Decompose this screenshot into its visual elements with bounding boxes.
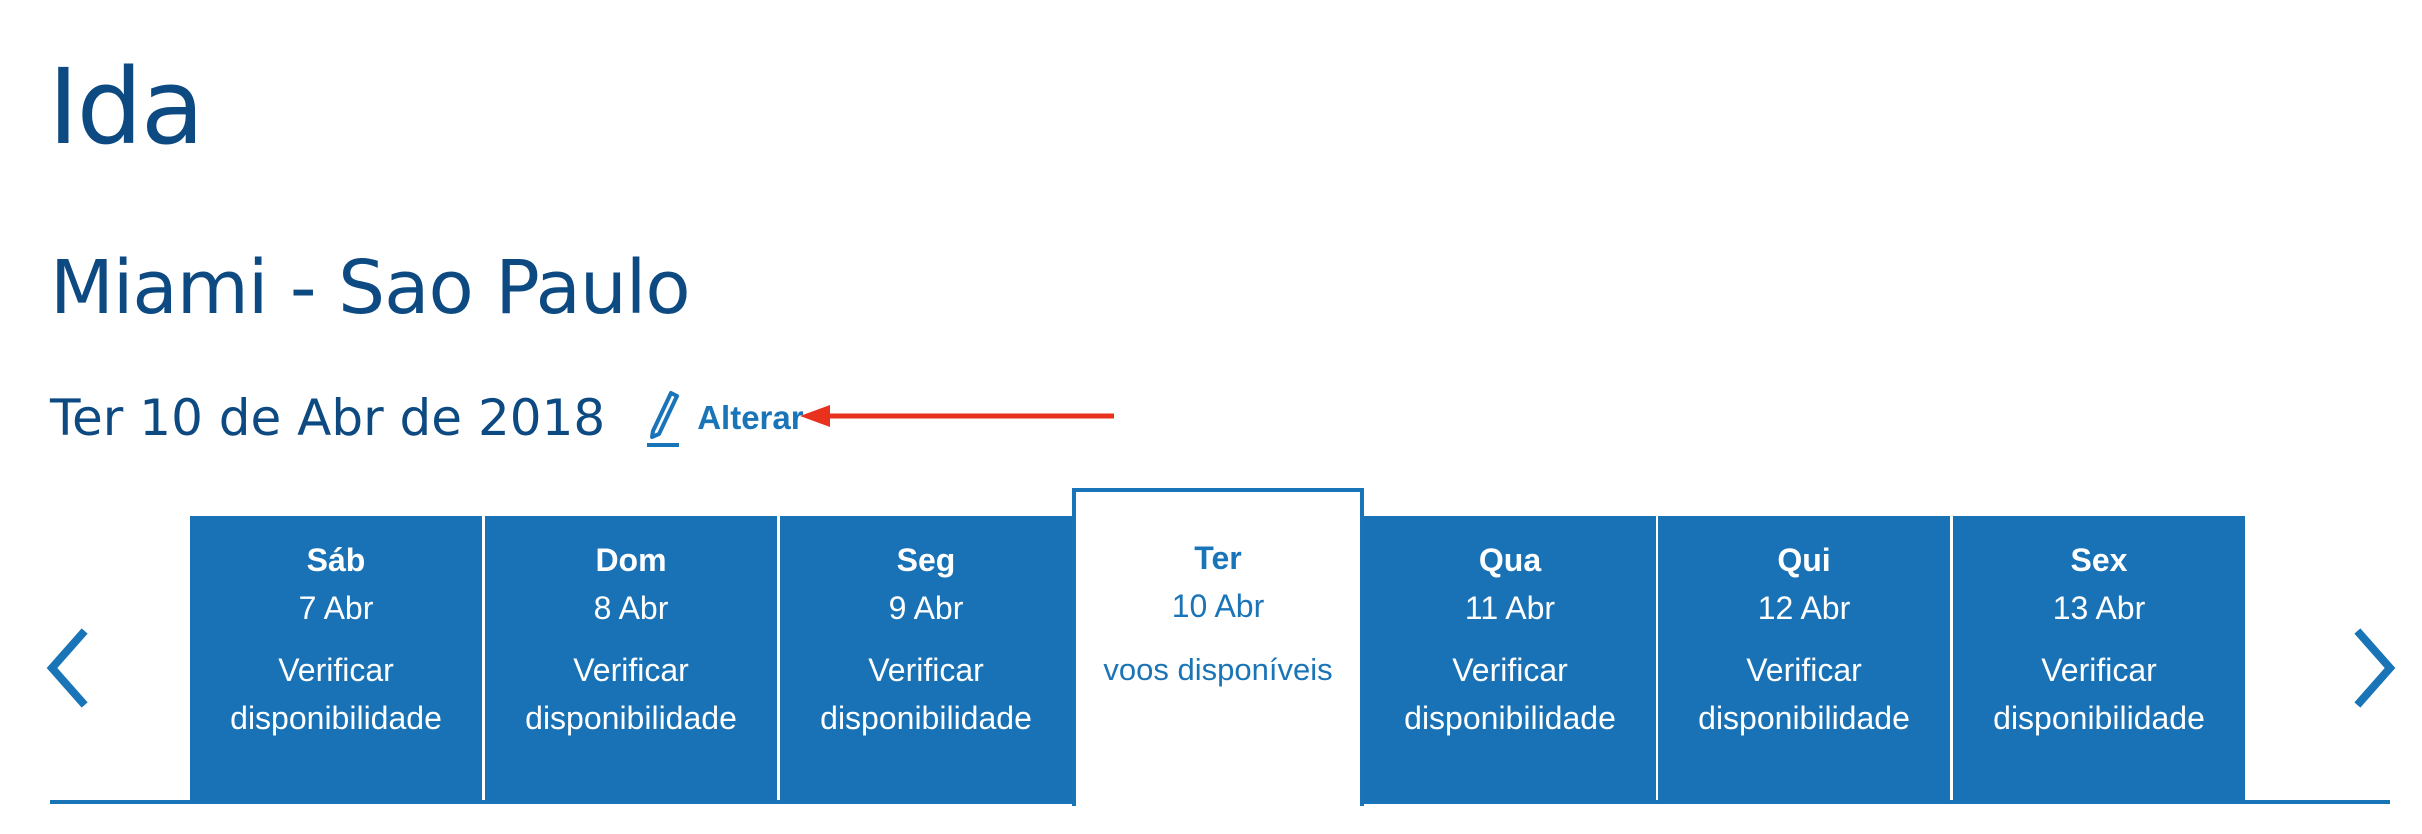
date-carousel: Sáb 7 Abr Verificar disponibilidade Dom …: [0, 488, 2422, 834]
day-weekday: Dom: [595, 542, 667, 578]
pencil-icon: [647, 391, 680, 447]
day-weekday: Sex: [2070, 542, 2128, 578]
day-cell-ter-selected[interactable]: Ter 10 Abr voos disponíveis: [1072, 488, 1364, 806]
day-date: 10 Abr: [1171, 588, 1265, 624]
day-date: 8 Abr: [593, 590, 669, 626]
edit-date-label: Alterar: [697, 399, 804, 436]
day-date: 9 Abr: [888, 590, 964, 626]
day-cell-sab[interactable]: Sáb 7 Abr Verificar disponibilidade: [190, 516, 482, 802]
day-cell-sex[interactable]: Sex 13 Abr Verificar disponibilidade: [1953, 516, 2245, 802]
day-status: Verificar disponibilidade: [525, 652, 737, 736]
page-title: Ida: [48, 46, 204, 168]
day-status: Verificar disponibilidade: [230, 652, 442, 736]
day-weekday: Sáb: [306, 542, 366, 578]
day-date: 7 Abr: [298, 590, 374, 626]
day-date: 12 Abr: [1757, 590, 1851, 626]
day-status: Verificar disponibilidade: [1698, 652, 1910, 736]
edit-date-link[interactable]: Alterar: [643, 387, 804, 449]
day-cell-qua[interactable]: Qua 11 Abr Verificar disponibilidade: [1364, 516, 1656, 802]
day-status: Verificar disponibilidade: [1993, 652, 2205, 736]
carousel-baseline: [50, 800, 1074, 804]
day-weekday: Seg: [896, 542, 956, 578]
day-weekday: Ter: [1194, 540, 1242, 576]
chevron-right-icon[interactable]: [2352, 628, 2398, 708]
route-title: Miami - Sao Paulo: [50, 245, 691, 331]
selected-date: Ter 10 de Abr de 2018: [50, 389, 606, 447]
day-cell-qui[interactable]: Qui 12 Abr Verificar disponibilidade: [1658, 516, 1950, 802]
day-status: Verificar disponibilidade: [1404, 652, 1616, 736]
day-weekday: Qua: [1478, 542, 1542, 578]
day-date: 11 Abr: [1464, 590, 1556, 626]
day-status: Verificar disponibilidade: [820, 652, 1032, 736]
carousel-baseline: [1362, 800, 2390, 804]
day-cell-seg[interactable]: Seg 9 Abr Verificar disponibilidade: [780, 516, 1072, 802]
annotation-arrow-icon: [800, 405, 1114, 427]
day-status: voos disponíveis: [1103, 652, 1333, 687]
date-row: Ter 10 de Abr de 2018 Alterar: [50, 378, 804, 458]
day-cell-dom[interactable]: Dom 8 Abr Verificar disponibilidade: [485, 516, 777, 802]
day-date: 13 Abr: [2052, 590, 2146, 626]
day-weekday: Qui: [1777, 542, 1831, 578]
chevron-left-icon[interactable]: [44, 628, 90, 708]
